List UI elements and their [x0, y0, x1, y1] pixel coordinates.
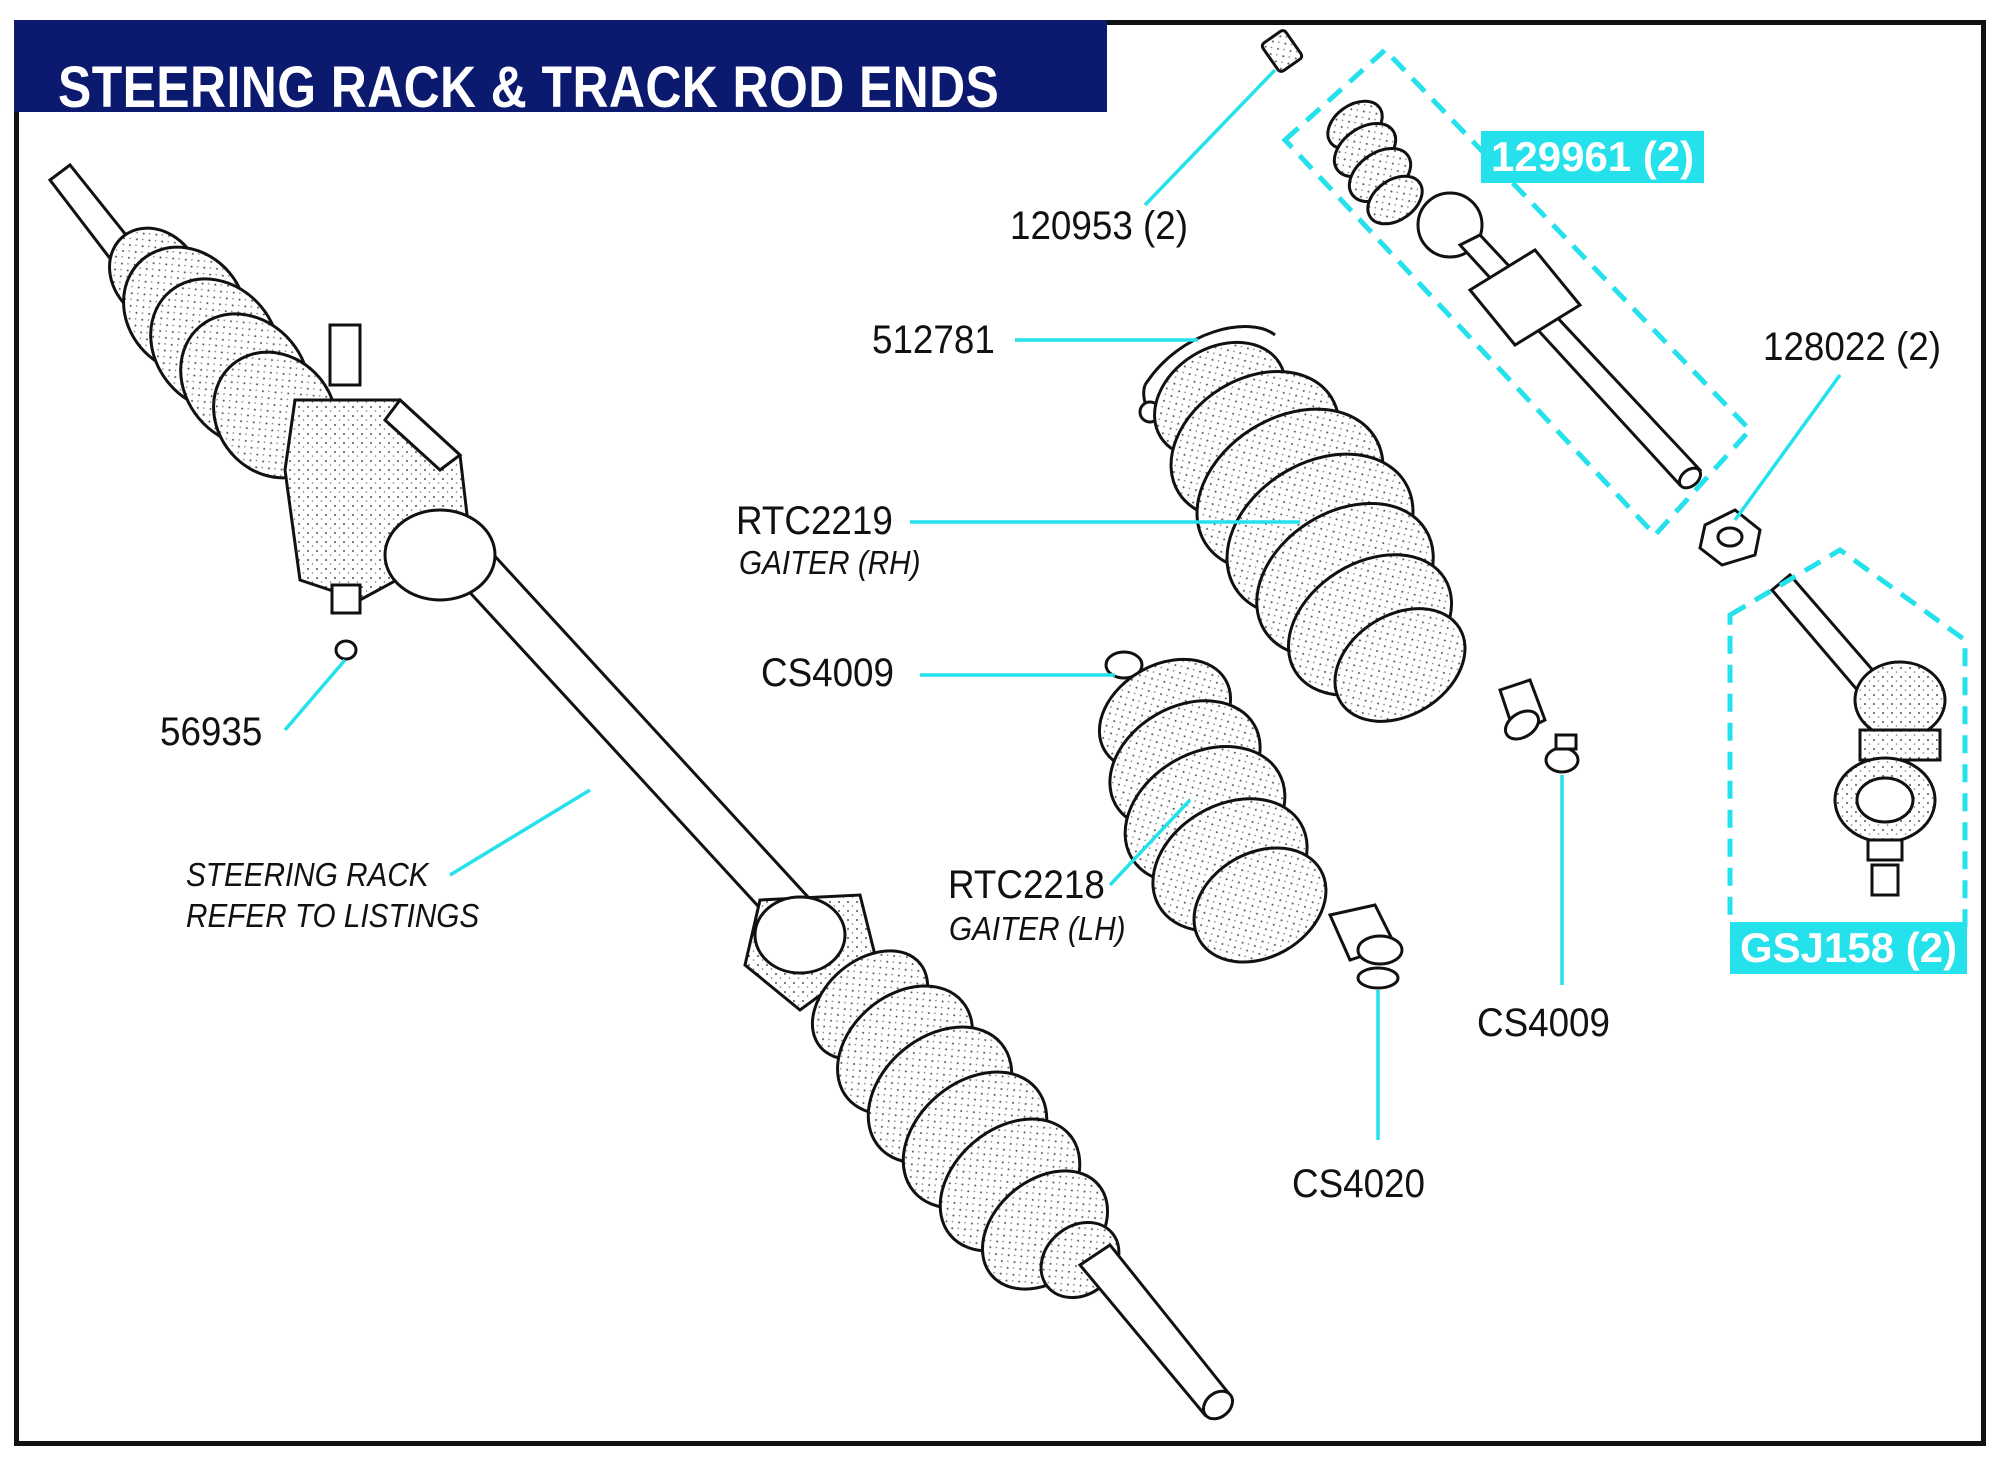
steering-rack — [47, 162, 1234, 1421]
label-128022: 128022 (2) — [1763, 325, 1942, 369]
label-rtc2218-sub: GAITER (LH) — [949, 910, 1126, 947]
clip-cs4020 — [1356, 966, 1400, 990]
rack-right-gaiter — [810, 949, 1121, 1300]
label-rtc2218: RTC2218 — [948, 863, 1105, 907]
label-56935: 56935 — [160, 710, 263, 754]
group-box-gsj158 — [1727, 547, 1968, 928]
label-129961: 129961 (2) — [1481, 131, 1705, 183]
label-120953: 120953 (2) — [1010, 204, 1189, 248]
pinion-housing — [283, 323, 497, 661]
gaiter-lh-drawing — [1097, 650, 1404, 966]
group-box-129961 — [1281, 46, 1754, 539]
label-rtc2219: RTC2219 — [736, 499, 893, 543]
leader-lines — [283, 68, 1842, 1140]
label-cs4009-left: CS4009 — [761, 651, 894, 695]
page-title: STEERING RACK & TRACK ROD ENDS — [58, 55, 1000, 120]
label-steering-rack: STEERING RACK — [186, 856, 429, 893]
label-refer-to-listings: REFER TO LISTINGS — [186, 897, 480, 934]
label-cs4020: CS4020 — [1292, 1162, 1425, 1206]
label-cs4009-right: CS4009 — [1477, 1001, 1610, 1045]
label-rtc2219-sub: GAITER (RH) — [739, 544, 921, 581]
track-rod-end — [1769, 572, 1947, 897]
title-bar: STEERING RACK & TRACK ROD ENDS — [14, 20, 1107, 120]
label-512781: 512781 — [872, 318, 995, 362]
inner-ball-joint — [1260, 29, 1703, 490]
clip-cs4009-right — [1544, 733, 1580, 774]
nut-128022 — [1698, 508, 1762, 567]
gaiter-rh-drawing — [1138, 325, 1547, 741]
label-gsj158: GSJ158 (2) — [1730, 922, 1968, 974]
rack-mount-clamp — [743, 893, 877, 1012]
